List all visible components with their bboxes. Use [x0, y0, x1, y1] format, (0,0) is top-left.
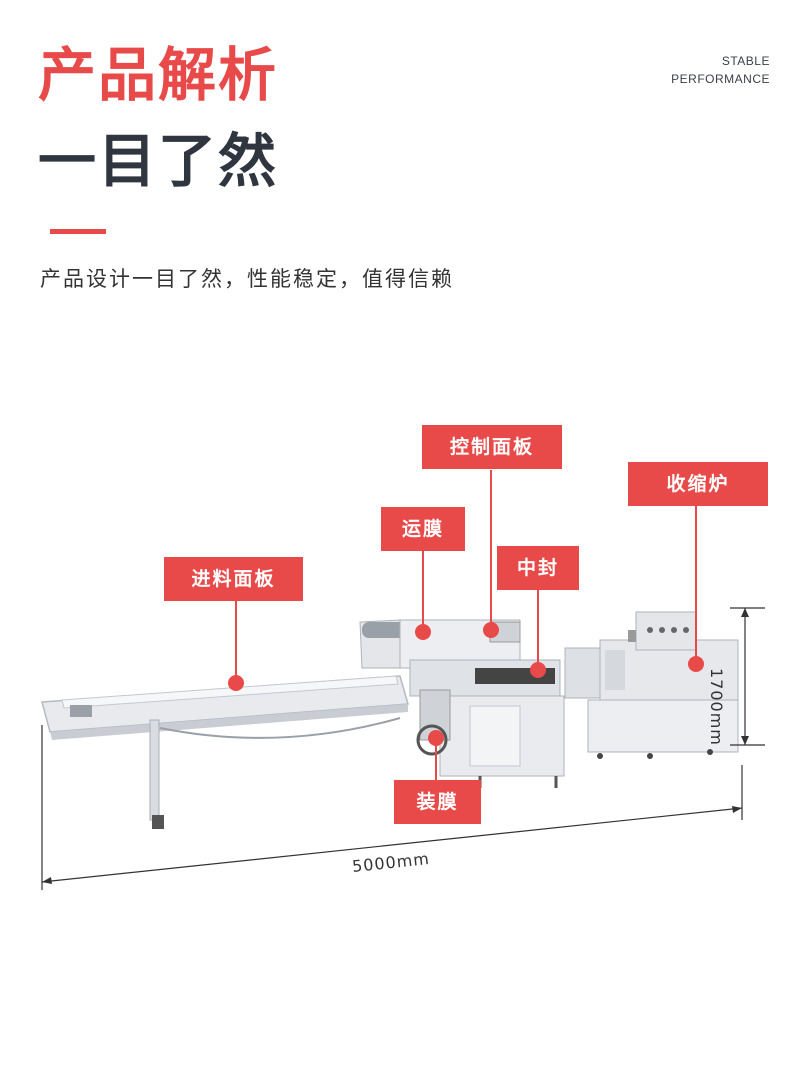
length-dimension: [41, 725, 743, 890]
page-title-dark: 一目了然: [38, 127, 279, 195]
label-center-seal: 中封: [497, 546, 579, 590]
height-dimension: [730, 607, 765, 746]
dot-film-loading: [428, 730, 444, 746]
tagline-line2: PERFORMANCE: [671, 72, 770, 86]
tagline: STABLE PERFORMANCE: [671, 52, 770, 88]
infeed-conveyor: [41, 675, 409, 829]
callout-dots: [228, 622, 704, 746]
subtitle: 产品设计一目了然，性能稳定，值得信赖: [40, 267, 454, 291]
dot-shrink-oven: [688, 656, 704, 672]
dot-center-seal: [530, 662, 546, 678]
label-shrink-oven: 收缩炉: [628, 462, 768, 506]
shrink-oven: [564, 611, 739, 759]
title-divider: [50, 229, 106, 234]
page-title-red: 产品解析: [38, 41, 279, 109]
height-label: 1700mm: [707, 668, 726, 746]
label-control-panel: 控制面板: [422, 425, 562, 469]
dot-film-transport: [415, 624, 431, 640]
callout-leaders: [235, 470, 697, 780]
label-film-transport: 运膜: [381, 507, 465, 551]
dot-infeed: [228, 675, 244, 691]
tagline-line1: STABLE: [721, 54, 770, 68]
label-infeed-panel: 进料面板: [164, 557, 303, 601]
dot-control-panel: [483, 622, 499, 638]
label-film-loading: 装膜: [394, 780, 481, 824]
packaging-machine: [359, 619, 565, 788]
